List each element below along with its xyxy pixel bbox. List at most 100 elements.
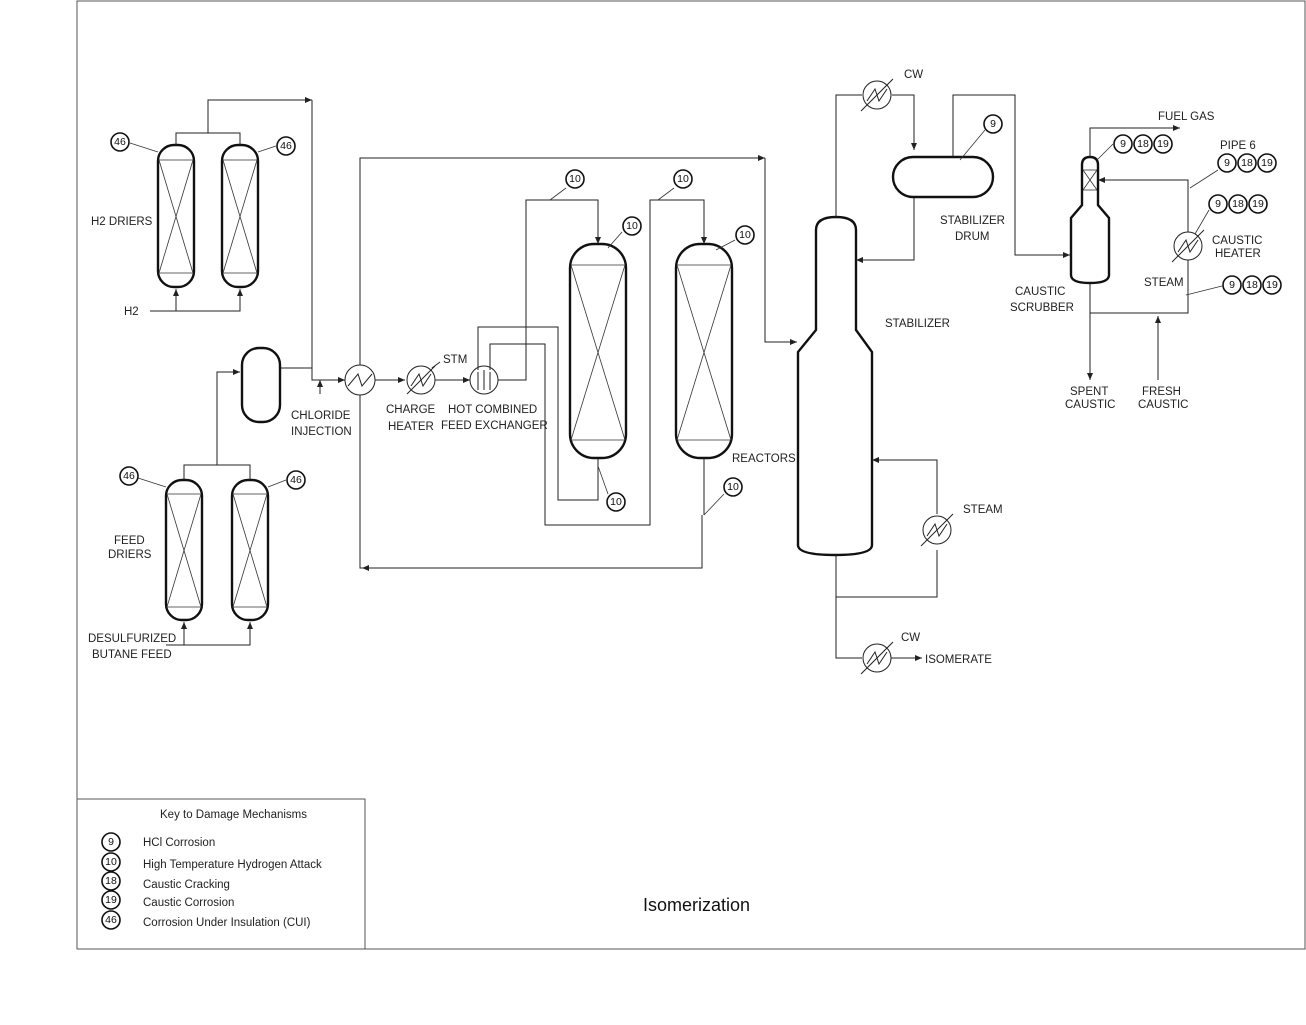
page-frame: [76, 0, 1306, 950]
svg-text:HCl Corrosion: HCl Corrosion: [143, 837, 215, 849]
svg-text:46: 46: [280, 140, 292, 152]
badge-reactor1-bottom: 10: [597, 465, 626, 512]
stabilizer-drum-label-1: STABILIZER: [940, 215, 1005, 227]
feed-driers-label-2: DRIERS: [108, 549, 152, 561]
badge-reactor2-inlet: 10: [657, 169, 693, 201]
caustic-scrubber-label-2: SCRUBBER: [1010, 302, 1074, 314]
reactors-label: REACTORS: [732, 453, 796, 465]
badge-reactor2-outlet: 10: [703, 477, 743, 516]
svg-text:High Temperature Hydrogen Atta: High Temperature Hydrogen Attack: [143, 859, 322, 871]
svg-text:Caustic Cracking: Caustic Cracking: [143, 879, 230, 891]
desulfurized-label-2: BUTANE FEED: [92, 649, 172, 661]
feed-driers: [164, 478, 270, 622]
caustic-heater: [1171, 229, 1205, 263]
svg-text:10: 10: [739, 229, 751, 241]
isomerate-label: ISOMERATE: [925, 654, 992, 666]
svg-text:9: 9: [990, 118, 996, 130]
svg-text:Corrosion Under Insulation (CU: Corrosion Under Insulation (CUI): [143, 917, 311, 929]
badge-caustic-heater: 9 18 19: [1194, 194, 1268, 235]
svg-text:9: 9: [1224, 157, 1230, 169]
desulfurized-label-1: DESULFURIZED: [88, 633, 176, 645]
svg-text:46: 46: [105, 914, 117, 926]
diagram-title: Isomerization: [643, 895, 750, 915]
feed-driers-label-1: FEED: [114, 535, 145, 547]
svg-text:10: 10: [610, 496, 622, 508]
badge-h2-drier-right: 46: [257, 136, 296, 156]
damage-mechanism-key: Key to Damage Mechanisms 9 HCl Corrosion…: [76, 798, 366, 950]
svg-text:9: 9: [1229, 279, 1235, 291]
cw-bottom-label: CW: [901, 632, 920, 644]
svg-text:10: 10: [569, 173, 581, 185]
reboiler: [920, 513, 954, 547]
svg-text:19: 19: [105, 894, 117, 906]
caustic-heater-label-2: HEATER: [1215, 248, 1261, 260]
svg-text:9: 9: [1215, 198, 1221, 210]
svg-text:19: 19: [1261, 157, 1273, 169]
svg-text:9: 9: [108, 836, 114, 848]
key-item: 9 HCl Corrosion: [101, 832, 215, 852]
charge-heater: [406, 365, 436, 395]
stabilizer-column: [796, 215, 874, 557]
spent-caustic-label-2: CAUSTIC: [1065, 399, 1115, 411]
key-item: 18 Caustic Cracking: [101, 871, 230, 891]
fuel-gas-label: FUEL GAS: [1158, 111, 1215, 123]
caustic-scrubber-label-1: CAUSTIC: [1015, 286, 1065, 298]
badge-feed-drier-right: 46: [267, 470, 306, 490]
reactor-2: [674, 242, 734, 460]
feed-surge-drum: [240, 346, 282, 424]
svg-text:18: 18: [1232, 198, 1244, 210]
svg-text:Caustic Corrosion: Caustic Corrosion: [143, 897, 234, 909]
svg-text:10: 10: [677, 173, 689, 185]
svg-text:19: 19: [1266, 279, 1278, 291]
combined-feed-exchanger: [344, 364, 376, 396]
badge-steam-caustic: 9 18 19: [1185, 275, 1282, 296]
caustic-scrubber: [1069, 155, 1111, 285]
key-item: 46 Corrosion Under Insulation (CUI): [101, 910, 311, 930]
h2-label: H2: [124, 306, 139, 318]
chloride-label-2: INJECTION: [291, 426, 352, 438]
svg-text:10: 10: [105, 856, 117, 868]
h2-driers-label: H2 DRIERS: [91, 216, 153, 228]
stabilizer-drum: [891, 155, 995, 199]
svg-text:46: 46: [123, 470, 135, 482]
bottoms-cooler: [860, 641, 894, 675]
badge-scrubber: 9 18 19: [1096, 134, 1173, 161]
cw-top-label: CW: [904, 69, 923, 81]
fresh-caustic-label-2: CAUSTIC: [1138, 399, 1188, 411]
overhead-condenser: [860, 78, 894, 112]
charge-heater-label-1: CHARGE: [386, 404, 436, 416]
svg-text:10: 10: [626, 220, 638, 232]
badge-reactor2-top: 10: [715, 225, 755, 251]
svg-text:10: 10: [727, 481, 739, 493]
badge-feed-drier-left: 46: [119, 466, 167, 488]
badge-stabilizer-drum: 9: [959, 114, 1003, 161]
svg-text:46: 46: [290, 474, 302, 486]
stabilizer-label: STABILIZER: [885, 318, 950, 330]
svg-text:18: 18: [1241, 157, 1253, 169]
caustic-heater-label-1: CAUSTIC: [1212, 235, 1262, 247]
svg-text:19: 19: [1157, 138, 1169, 150]
pipe6-label: PIPE 6: [1220, 140, 1256, 152]
h2-driers: [156, 143, 260, 289]
hot-combined-feed-exchanger: [469, 365, 499, 395]
svg-text:19: 19: [1252, 198, 1264, 210]
svg-text:18: 18: [105, 875, 117, 887]
reactor-1: [568, 242, 628, 460]
fresh-caustic-label-1: FRESH: [1142, 386, 1181, 398]
badge-reactor1-inlet: 10: [549, 169, 585, 201]
chloride-label-1: CHLORIDE: [291, 410, 351, 422]
svg-text:18: 18: [1137, 138, 1149, 150]
stabilizer-drum-label-2: DRUM: [955, 231, 990, 243]
spent-caustic-label-1: SPENT: [1070, 386, 1108, 398]
stm-label: STM: [443, 354, 467, 366]
badge-reactor1-top: 10: [607, 216, 642, 249]
key-item: 19 Caustic Corrosion: [101, 890, 234, 910]
key-item: 10 High Temperature Hydrogen Attack: [101, 852, 322, 872]
key-heading: Key to Damage Mechanisms: [160, 809, 307, 821]
svg-text:46: 46: [114, 136, 126, 148]
hot-exchanger-label-1: HOT COMBINED: [448, 404, 537, 416]
steam-reboiler-label: STEAM: [963, 504, 1003, 516]
badge-pipe6: 9 18 19: [1189, 153, 1277, 189]
